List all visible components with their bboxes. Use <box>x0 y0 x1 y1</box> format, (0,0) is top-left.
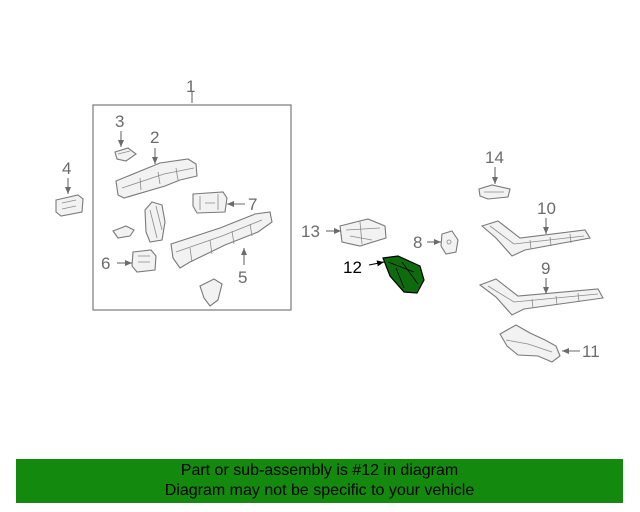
assembly-1-box <box>92 104 292 311</box>
callout-12: 12 <box>343 258 362 277</box>
part-5[interactable] <box>170 211 273 269</box>
part-8[interactable] <box>440 230 459 255</box>
callout-13: 13 <box>301 222 320 241</box>
callout-9: 9 <box>541 259 550 278</box>
callout-3: 3 <box>115 112 124 131</box>
callout-5: 5 <box>238 268 247 287</box>
info-banner: Part or sub-assembly is #12 in diagram D… <box>16 459 623 503</box>
callout-6: 6 <box>101 254 110 273</box>
callout-14: 14 <box>485 148 504 167</box>
part-14[interactable] <box>478 184 511 200</box>
part-bracket-lower[interactable] <box>199 278 223 307</box>
parts-diagram: 1 3 2 7 5 6 <box>55 77 604 363</box>
callout-4: 4 <box>62 159 71 178</box>
banner-line-2: Diagram may not be specific to your vehi… <box>164 482 475 499</box>
callout-2: 2 <box>150 128 159 147</box>
part-6[interactable] <box>131 249 157 273</box>
part-7[interactable] <box>192 191 228 214</box>
part-bracket-small[interactable] <box>112 225 135 239</box>
part-13[interactable] <box>339 218 387 247</box>
part-12-highlighted[interactable] <box>382 255 425 294</box>
part-3[interactable] <box>114 147 137 162</box>
part-2[interactable] <box>115 158 198 199</box>
part-10[interactable] <box>480 220 591 257</box>
part-9[interactable] <box>478 278 604 316</box>
callout-12-leader <box>368 260 385 267</box>
callout-10: 10 <box>537 199 556 218</box>
callout-7: 7 <box>248 195 257 214</box>
part-11[interactable] <box>499 324 561 363</box>
part-4[interactable] <box>55 194 84 217</box>
callout-8: 8 <box>413 233 422 252</box>
banner-line-1: Part or sub-assembly is #12 in diagram <box>180 462 459 479</box>
callout-1: 1 <box>186 77 195 96</box>
part-reinforcement[interactable] <box>144 201 166 243</box>
callout-11: 11 <box>582 342 600 361</box>
